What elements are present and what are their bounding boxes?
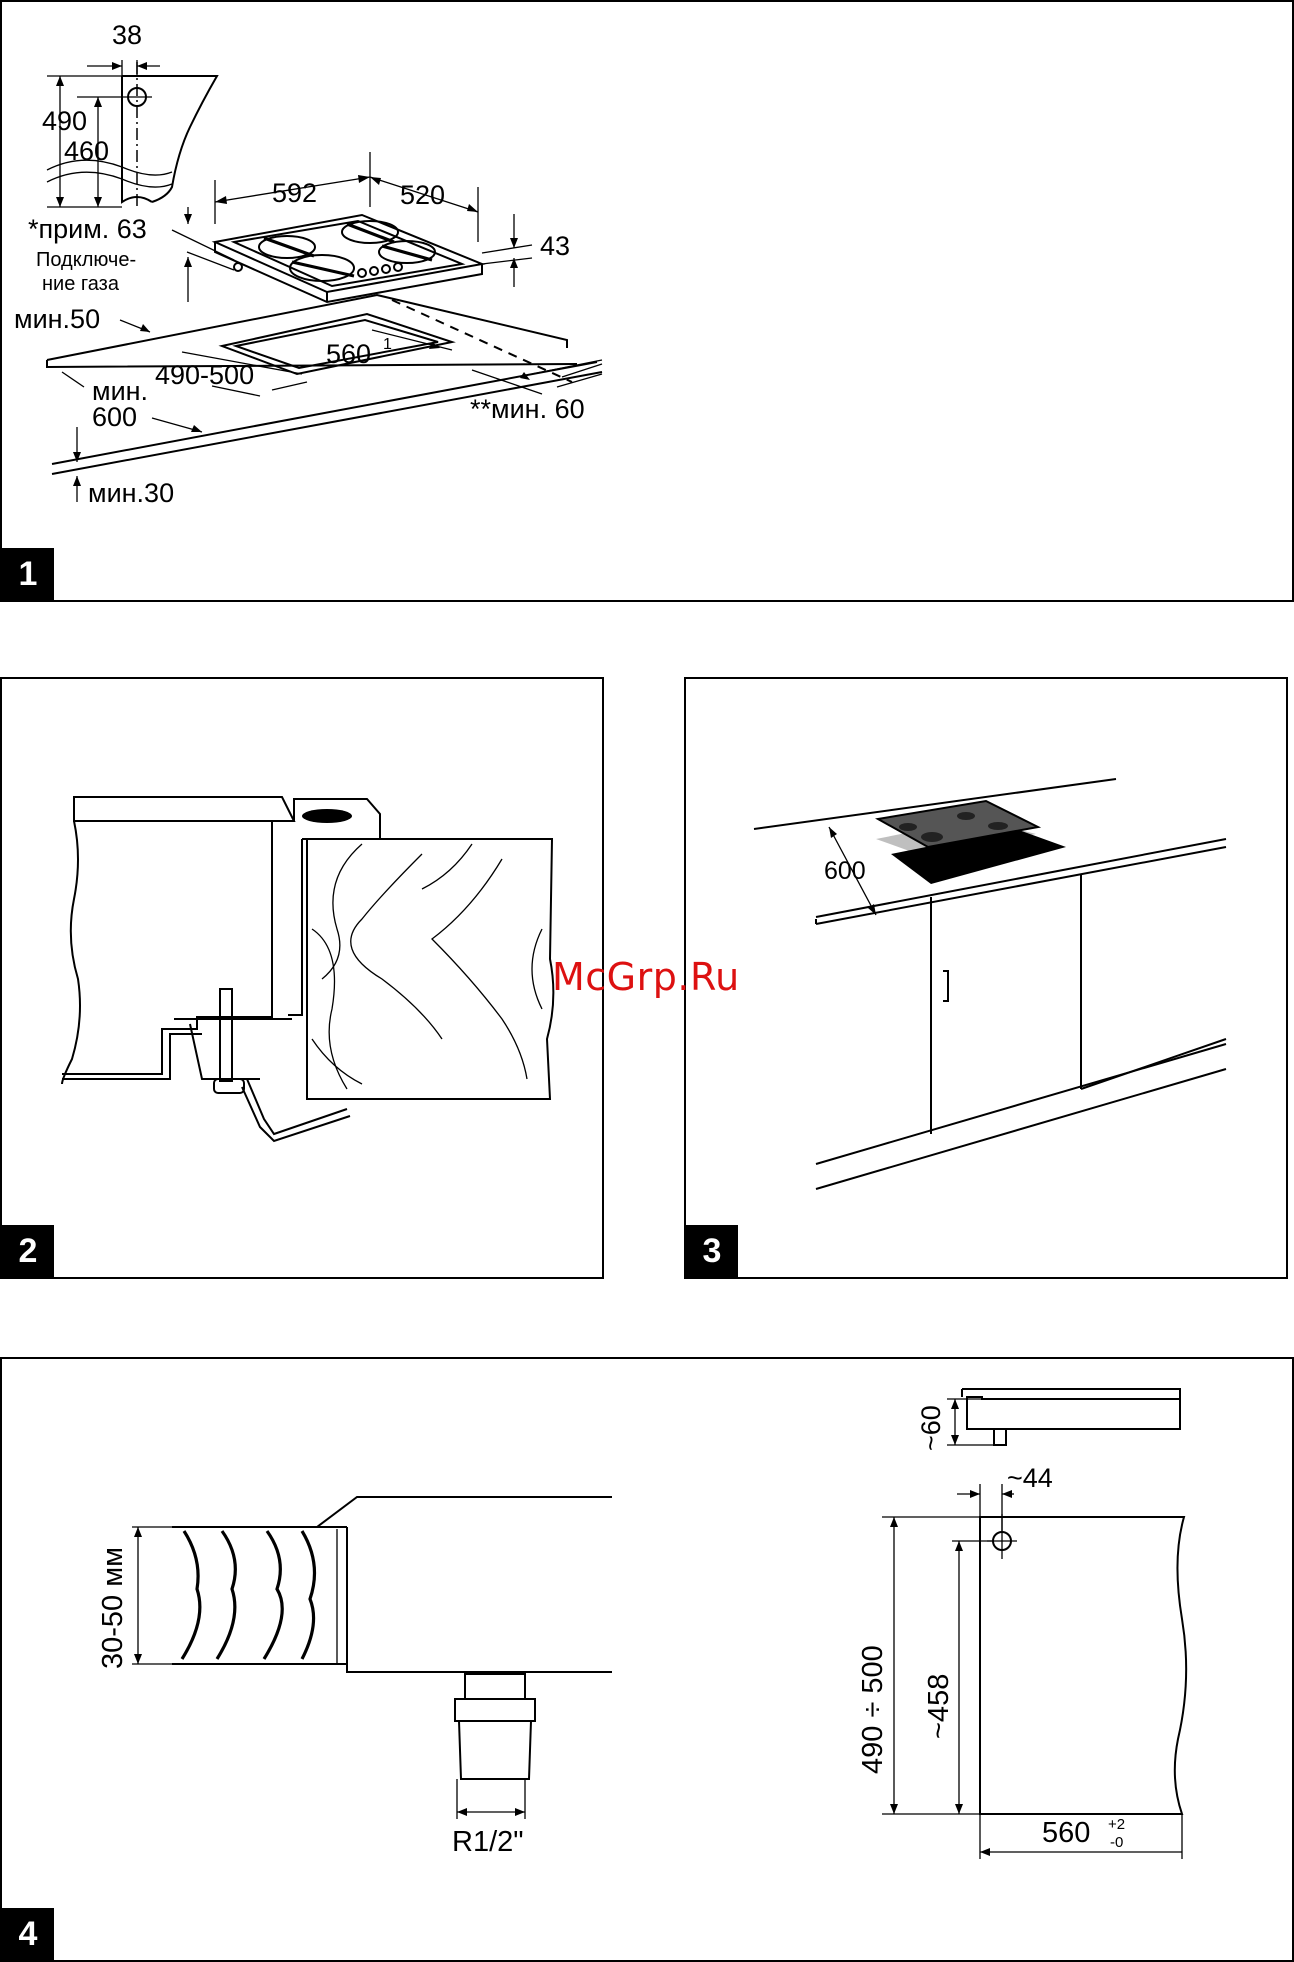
label-43: 43 — [540, 231, 570, 261]
figure-4-drawing: R1/2" 30-50 мм ~60 — [2, 1359, 1292, 1960]
label-min30: мин.30 — [88, 478, 174, 508]
label-490-500: 490-500 — [155, 360, 254, 390]
label-thread: R1/2" — [452, 1826, 524, 1858]
figure-2-badge: 2 — [2, 1225, 54, 1277]
hob-side-profile: ~60 — [916, 1389, 1180, 1451]
label-gas-line2: ние газа — [42, 273, 120, 295]
dimension-490-500-fig1: 490-500 — [155, 352, 307, 396]
countertop-section — [62, 797, 294, 1084]
label-560-superscript: 1 — [383, 336, 392, 353]
hob-side-section — [172, 1497, 612, 1672]
dimension-43: 43 — [482, 214, 570, 287]
label-44: ~44 — [1007, 1463, 1053, 1493]
dimension-560-fig4: 560 +2 -0 — [980, 1814, 1182, 1859]
label-592: 592 — [272, 178, 317, 208]
label-560-fig4: 560 — [1042, 1817, 1090, 1849]
cooktop-illustration — [215, 215, 482, 302]
dimension-30-50: 30-50 мм — [97, 1527, 172, 1669]
min-60: **мин. 60 — [470, 370, 602, 424]
dimension-490-500-fig4: 490 ÷ 500 — [857, 1517, 980, 1814]
figure-3-drawing: 600 — [686, 679, 1286, 1277]
label-490: 490 — [42, 106, 87, 136]
label-60: ~60 — [916, 1405, 946, 1451]
label-38: 38 — [112, 20, 142, 50]
cooktop-top-view — [876, 801, 1066, 884]
label-tol-plus: +2 — [1108, 1816, 1125, 1833]
label-min60: **мин. 60 — [470, 394, 585, 424]
label-490-500-fig4: 490 ÷ 500 — [857, 1645, 889, 1774]
dimension-592-520: 592 520 — [215, 152, 478, 242]
label-tol-minus: -0 — [1110, 1834, 1123, 1851]
label-520: 520 — [400, 180, 445, 210]
figure-4-badge: 4 — [2, 1908, 54, 1960]
label-gas-line1: Подключе- — [36, 249, 136, 271]
label-note63: *прим. 63 — [28, 214, 147, 244]
note-63-gas: *прим. 63 Подключе- ние газа — [28, 207, 234, 302]
wood-cabinet-section — [307, 839, 553, 1099]
dimension-490-460: 490 460 — [42, 76, 122, 207]
label-min50: мин.50 — [14, 304, 100, 334]
figure-1-drawing: 38 490 460 — [2, 2, 1292, 600]
figure-1-panel: 38 490 460 — [0, 0, 1294, 602]
label-600-fig3: 600 — [824, 857, 866, 885]
figure-2-panel: 2 — [0, 677, 604, 1279]
label-30-50: 30-50 мм — [97, 1547, 129, 1669]
label-460: 460 — [64, 136, 109, 166]
dimension-458: ~458 — [923, 1541, 992, 1814]
figure-2-drawing — [2, 679, 602, 1277]
label-560: 560 — [326, 339, 371, 369]
clamp-bracket — [174, 989, 350, 1141]
hob-underside-view: ~44 — [957, 1463, 1186, 1814]
label-600-fig1: 600 — [92, 402, 137, 432]
gas-thread-connector: R1/2" — [452, 1674, 535, 1858]
watermark-text: McGrp.Ru — [552, 955, 740, 999]
figure-3-badge: 3 — [686, 1225, 738, 1277]
label-458: ~458 — [923, 1674, 955, 1739]
figure-4-panel: R1/2" 30-50 мм ~60 — [0, 1357, 1294, 1962]
dimension-600-fig3: 600 — [824, 827, 876, 915]
dimension-38: 38 — [87, 20, 160, 76]
figure-3-panel: 600 3 — [684, 677, 1288, 1279]
figure-1-badge: 1 — [2, 548, 54, 600]
min-50: мин.50 — [14, 304, 150, 334]
